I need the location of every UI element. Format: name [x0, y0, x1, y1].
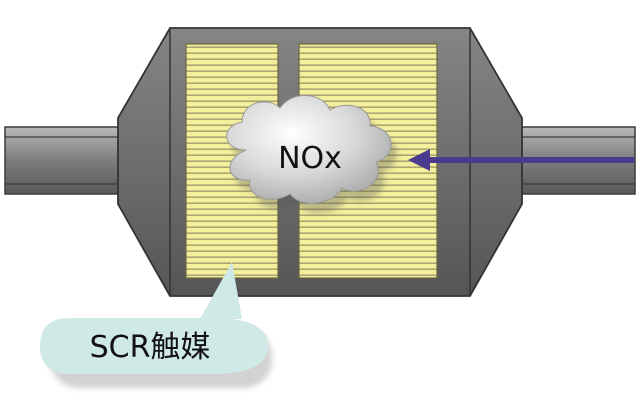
inlet-pipe-left — [4, 126, 124, 195]
catalyst-label: SCR触媒 — [90, 330, 211, 365]
speech-bubble-icon: SCR触媒 — [40, 262, 272, 388]
nox-label: NOx — [278, 141, 342, 176]
arrow-left-icon — [408, 149, 634, 171]
cloud-icon: NOx — [226, 95, 398, 214]
